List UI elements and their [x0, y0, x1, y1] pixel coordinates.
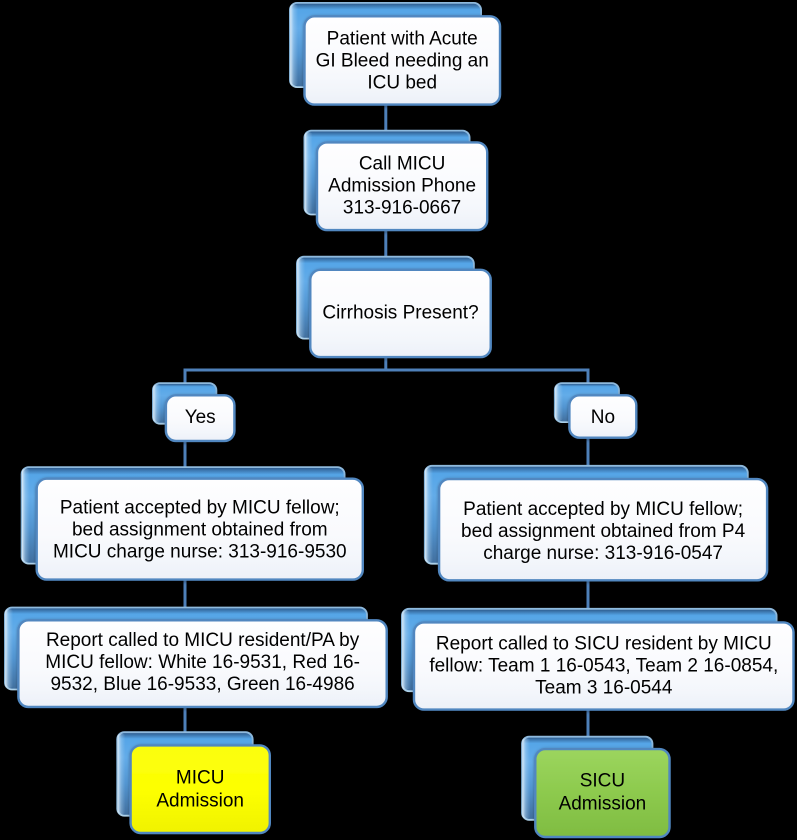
svg-text:bed assignment obtained from: bed assignment obtained from: [72, 519, 328, 540]
svg-text:MICU fellow: White 16-9531, Re: MICU fellow: White 16-9531, Red 16-: [45, 652, 360, 673]
svg-text:Cirrhosis Present?: Cirrhosis Present?: [322, 303, 478, 324]
svg-text:SICU: SICU: [580, 771, 625, 792]
svg-text:Admission: Admission: [156, 790, 244, 811]
svg-text:charge nurse: 313-916-0547: charge nurse: 313-916-0547: [483, 543, 723, 564]
svg-text:MICU charge nurse: 313-916-953: MICU charge nurse: 313-916-9530: [53, 541, 347, 562]
svg-text:bed assignment obtained from P: bed assignment obtained from P4: [461, 521, 746, 542]
svg-text:Patient accepted by MICU fello: Patient accepted by MICU fellow;: [60, 497, 340, 518]
svg-text:313-916-0667: 313-916-0667: [343, 198, 461, 219]
svg-text:MICU: MICU: [176, 767, 225, 788]
svg-text:Yes: Yes: [185, 407, 216, 428]
svg-text:Admission: Admission: [559, 794, 647, 815]
svg-text:No: No: [591, 407, 615, 428]
svg-text:Report called to SICU resident: Report called to SICU resident by MICU: [436, 634, 772, 655]
svg-text:fellow: Team 1 16-0543, Team 2: fellow: Team 1 16-0543, Team 2 16-0854,: [429, 656, 778, 677]
svg-text:Patient with Acute: Patient with Acute: [327, 29, 478, 50]
svg-text:Team 3 16-0544: Team 3 16-0544: [535, 678, 673, 699]
svg-text:ICU bed: ICU bed: [367, 73, 437, 94]
svg-text:Patient accepted by MICU fello: Patient accepted by MICU fellow;: [463, 499, 743, 520]
svg-text:Admission Phone: Admission Phone: [328, 176, 476, 197]
svg-text:GI Bleed needing an: GI Bleed needing an: [316, 51, 489, 72]
svg-text:Report called to MICU resident: Report called to MICU resident/PA by: [46, 630, 360, 651]
svg-text:Call MICU: Call MICU: [359, 154, 446, 175]
svg-text:9532, Blue 16-9533, Green 16-4: 9532, Blue 16-9533, Green 16-4986: [50, 674, 354, 695]
